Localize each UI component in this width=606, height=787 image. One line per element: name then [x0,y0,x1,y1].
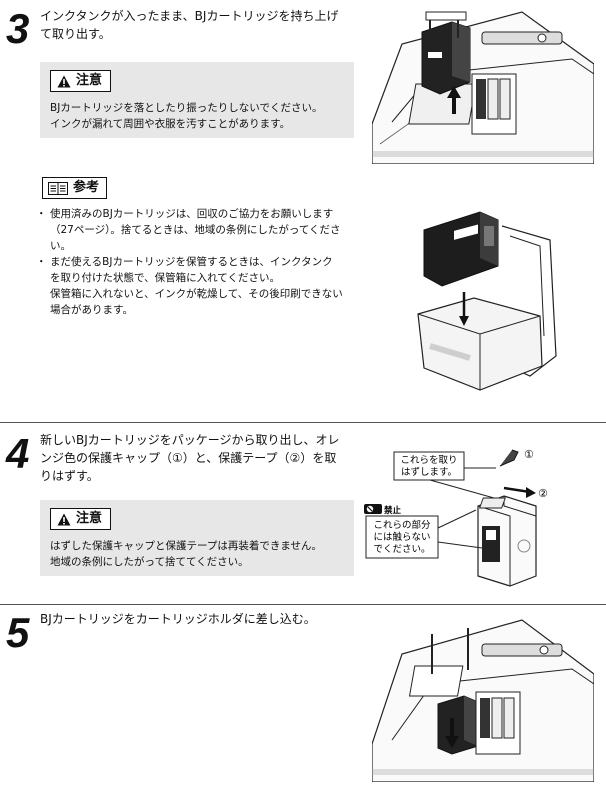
new-cartridge-illustration: これらを取り はずします。 ① ② 禁止 これらの部分 には触らない でください… [364,448,548,587]
dont-touch-callout-box [365,515,439,559]
storage-box-illustration [417,211,557,391]
insert-cartridge-illustration [372,619,594,782]
remove-callout-box [393,451,465,481]
caution-heading: 注意 [50,508,112,530]
step-4-instruction: 新しいBJカートリッジをパッケージから取り出し、オレ ンジ色の保護キャップ（①）… [40,433,340,483]
marker-2: ② [538,487,548,500]
marker-1: ① [524,448,534,461]
reference-item: 使用済みのBJカートリッジは、回収のご協力をお願いします （27ページ）。捨てる… [36,206,360,254]
caution-heading: 注意 [50,70,112,92]
reference-list: 使用済みのBJカートリッジは、回収のご協力をお願いします （27ページ）。捨てる… [36,206,360,318]
caution-body: BJカートリッジを落としたり振ったりしないでください。 インクが漏れて周囲や衣服… [50,102,323,130]
remove-callout-line1: これらを取り [400,455,457,466]
dont-touch-line3: でください。 [373,544,430,555]
dont-touch-line1: これらの部分 [373,519,431,531]
step-5-number: 5 [6,609,30,656]
step-3-instruction: インクタンクが入ったまま、BJカートリッジを持ち上げ て取り出す。 [40,9,339,41]
warning-triangle-icon [57,513,71,525]
warning-triangle-icon [57,75,71,87]
section-divider [0,422,606,423]
book-icon [48,181,68,195]
reference-item: まだ使えるBJカートリッジを保管するときは、インクタンク を取り付けた状態で、保… [36,254,360,318]
section-divider [0,604,606,605]
prohibited-label: 禁止 [383,505,402,516]
step-3-caution-box: 注意 BJカートリッジを落としたり振ったりしないでください。 インクが漏れて周囲… [40,62,354,138]
reference-heading: 参考 [42,177,108,199]
dont-touch-line2: には触らない [373,531,430,543]
caution-body: はずした保護キャップと保護テープは再装着できません。 地域の条例にしたがって捨て… [50,540,323,568]
step-4-caution-box: 注意 はずした保護キャップと保護テープは再装着できません。 地域の条例にしたがっ… [40,500,354,576]
step-4-number: 4 [6,430,30,477]
step-3-number: 3 [6,5,30,52]
step-5-instruction: BJカートリッジをカートリッジホルダに差し込む。 [40,612,316,626]
remove-cartridge-illustration [372,11,594,164]
remove-callout-line2: はずします。 [401,467,457,478]
